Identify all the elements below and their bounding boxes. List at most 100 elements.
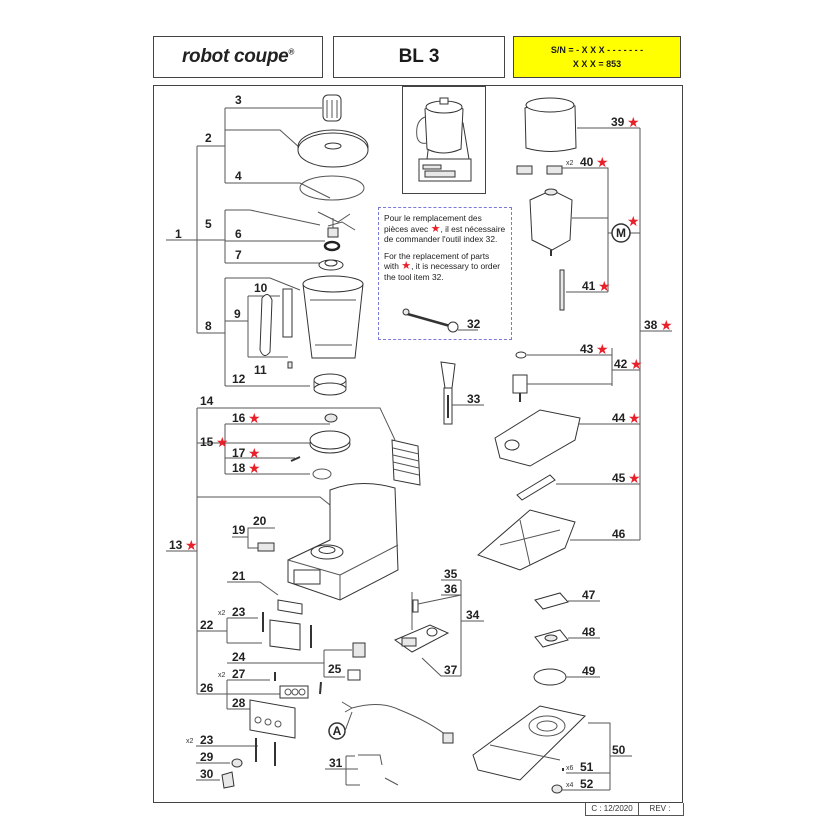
callout-number: 29 (200, 750, 214, 764)
part-12-ring (313, 373, 347, 396)
callout-number: 22 (200, 618, 214, 632)
model-box: BL 3 (333, 36, 505, 78)
leader-lines-motor (527, 127, 672, 791)
part-14-grille (391, 439, 421, 486)
part-49-ring (533, 668, 567, 686)
callout-51: 51 x6 (566, 760, 594, 774)
red-star-icon: ★ (660, 318, 673, 334)
callout-44: 44★ (612, 411, 641, 427)
red-star-icon: ★ (248, 461, 261, 477)
quantity-label: x4 (566, 782, 574, 789)
callout-50: 50 (612, 743, 626, 757)
part-A-power-cable (341, 701, 454, 744)
callout-labels: 12345678910111213★1415★16★17★18★19202122… (169, 93, 673, 791)
part-41-brush (559, 269, 565, 311)
callout-number: 9 (234, 307, 241, 321)
callout-2: 2 (205, 131, 212, 145)
callout-7: 7 (235, 248, 242, 262)
part-5-blade (317, 211, 356, 238)
part-M-motor (529, 188, 573, 256)
part-13-base-housing (287, 482, 399, 601)
callout-22: 22 (200, 618, 214, 632)
callout-10: 10 (254, 281, 268, 295)
leader-lines-jug (166, 107, 331, 387)
red-star-icon: ★ (185, 538, 198, 554)
callout-number: 11 (254, 363, 267, 377)
red-star-icon: ★ (248, 411, 261, 427)
callout-43: 43★ (580, 342, 609, 358)
callout-number: 23 (200, 733, 214, 747)
callout-45: 45★ (612, 471, 641, 487)
red-star-icon: ★ (216, 435, 229, 451)
callout-29: 29 (200, 750, 214, 764)
note-english: For the replacement of parts with ★, it … (384, 250, 501, 282)
part-11-screw (287, 361, 293, 369)
model-name: BL 3 (398, 46, 440, 67)
brand-logo: robot coupe® (181, 46, 295, 67)
callout-number: 14 (200, 394, 214, 408)
callout-number: 51 (580, 760, 594, 774)
leader-lines-base (166, 407, 396, 786)
callout-number: 46 (612, 527, 626, 541)
part-48-fan (534, 629, 569, 648)
callout-number: 28 (232, 696, 246, 710)
callout-number: 23 (232, 605, 246, 619)
red-star-icon: ★ (596, 342, 609, 358)
part-7-nut (318, 259, 344, 271)
part-43-washer (515, 351, 527, 359)
part-28-label (249, 699, 296, 739)
callout-number: 6 (235, 227, 242, 241)
callout-number: 34 (466, 608, 480, 622)
part-25-seal (347, 669, 361, 681)
part-30-foot (221, 771, 235, 789)
red-star-icon: ★ (630, 357, 643, 373)
quantity-label: x6 (566, 765, 574, 772)
callout-number: 12 (232, 372, 246, 386)
part-23-screw (262, 612, 312, 648)
part-44-upper-chassis (494, 409, 581, 467)
serial-line-2: X X X = 853 (572, 59, 622, 69)
callout-30: 30 (200, 767, 214, 781)
callout-number: 20 (253, 514, 267, 528)
serial-number-box: S/N = - X X X - - - - - - - X X X = 853 (513, 36, 681, 78)
brand-logo-box: robot coupe® (153, 36, 323, 78)
callout-number: 19 (232, 523, 246, 537)
callout-number: 3 (235, 93, 242, 107)
callout-number: 18 (232, 461, 246, 475)
callout-31: 31 (329, 756, 343, 770)
callout-49: 49 (582, 664, 596, 678)
part-22-panel (269, 619, 301, 651)
leader-34 (417, 579, 484, 677)
callout-1: 1 (175, 227, 182, 241)
serial-line-1: S/N = - X X X - - - - - - - (550, 45, 644, 55)
callout-35: 35 (444, 567, 458, 581)
callout-number: 1 (175, 227, 182, 241)
tool-replacement-note: Pour le remplacement des pièces avec ★, … (378, 207, 512, 340)
callout-number: 10 (254, 281, 268, 295)
callout-38: 38★ (644, 318, 673, 334)
part-52-foot (551, 784, 563, 794)
callout-number: 4 (235, 169, 242, 183)
revision-date: C : 12/2020 (585, 803, 639, 816)
part-10-handle-cover (282, 288, 293, 338)
callout-number: 40 (580, 155, 594, 169)
callout-number: 24 (232, 650, 246, 664)
callout-number: 13 (169, 538, 183, 552)
callout-34: 34 (466, 608, 480, 622)
exploded-view-frame (153, 85, 683, 803)
callout-46: 46 (612, 527, 626, 541)
callout-number: 41 (582, 279, 596, 293)
part-21-plate (277, 599, 303, 615)
red-star-icon: ★ (248, 446, 261, 462)
callout-number: 7 (235, 248, 242, 262)
callout-13: 13★ (169, 538, 198, 554)
callout-5: 5 (205, 217, 212, 231)
callout-number: 47 (582, 588, 596, 602)
callout-3: 3 (235, 93, 242, 107)
red-star-icon: ★ (627, 115, 640, 131)
part-17-pin (290, 456, 301, 462)
callout-48: 48 (582, 625, 596, 639)
callout-15: 15★ (200, 435, 229, 451)
